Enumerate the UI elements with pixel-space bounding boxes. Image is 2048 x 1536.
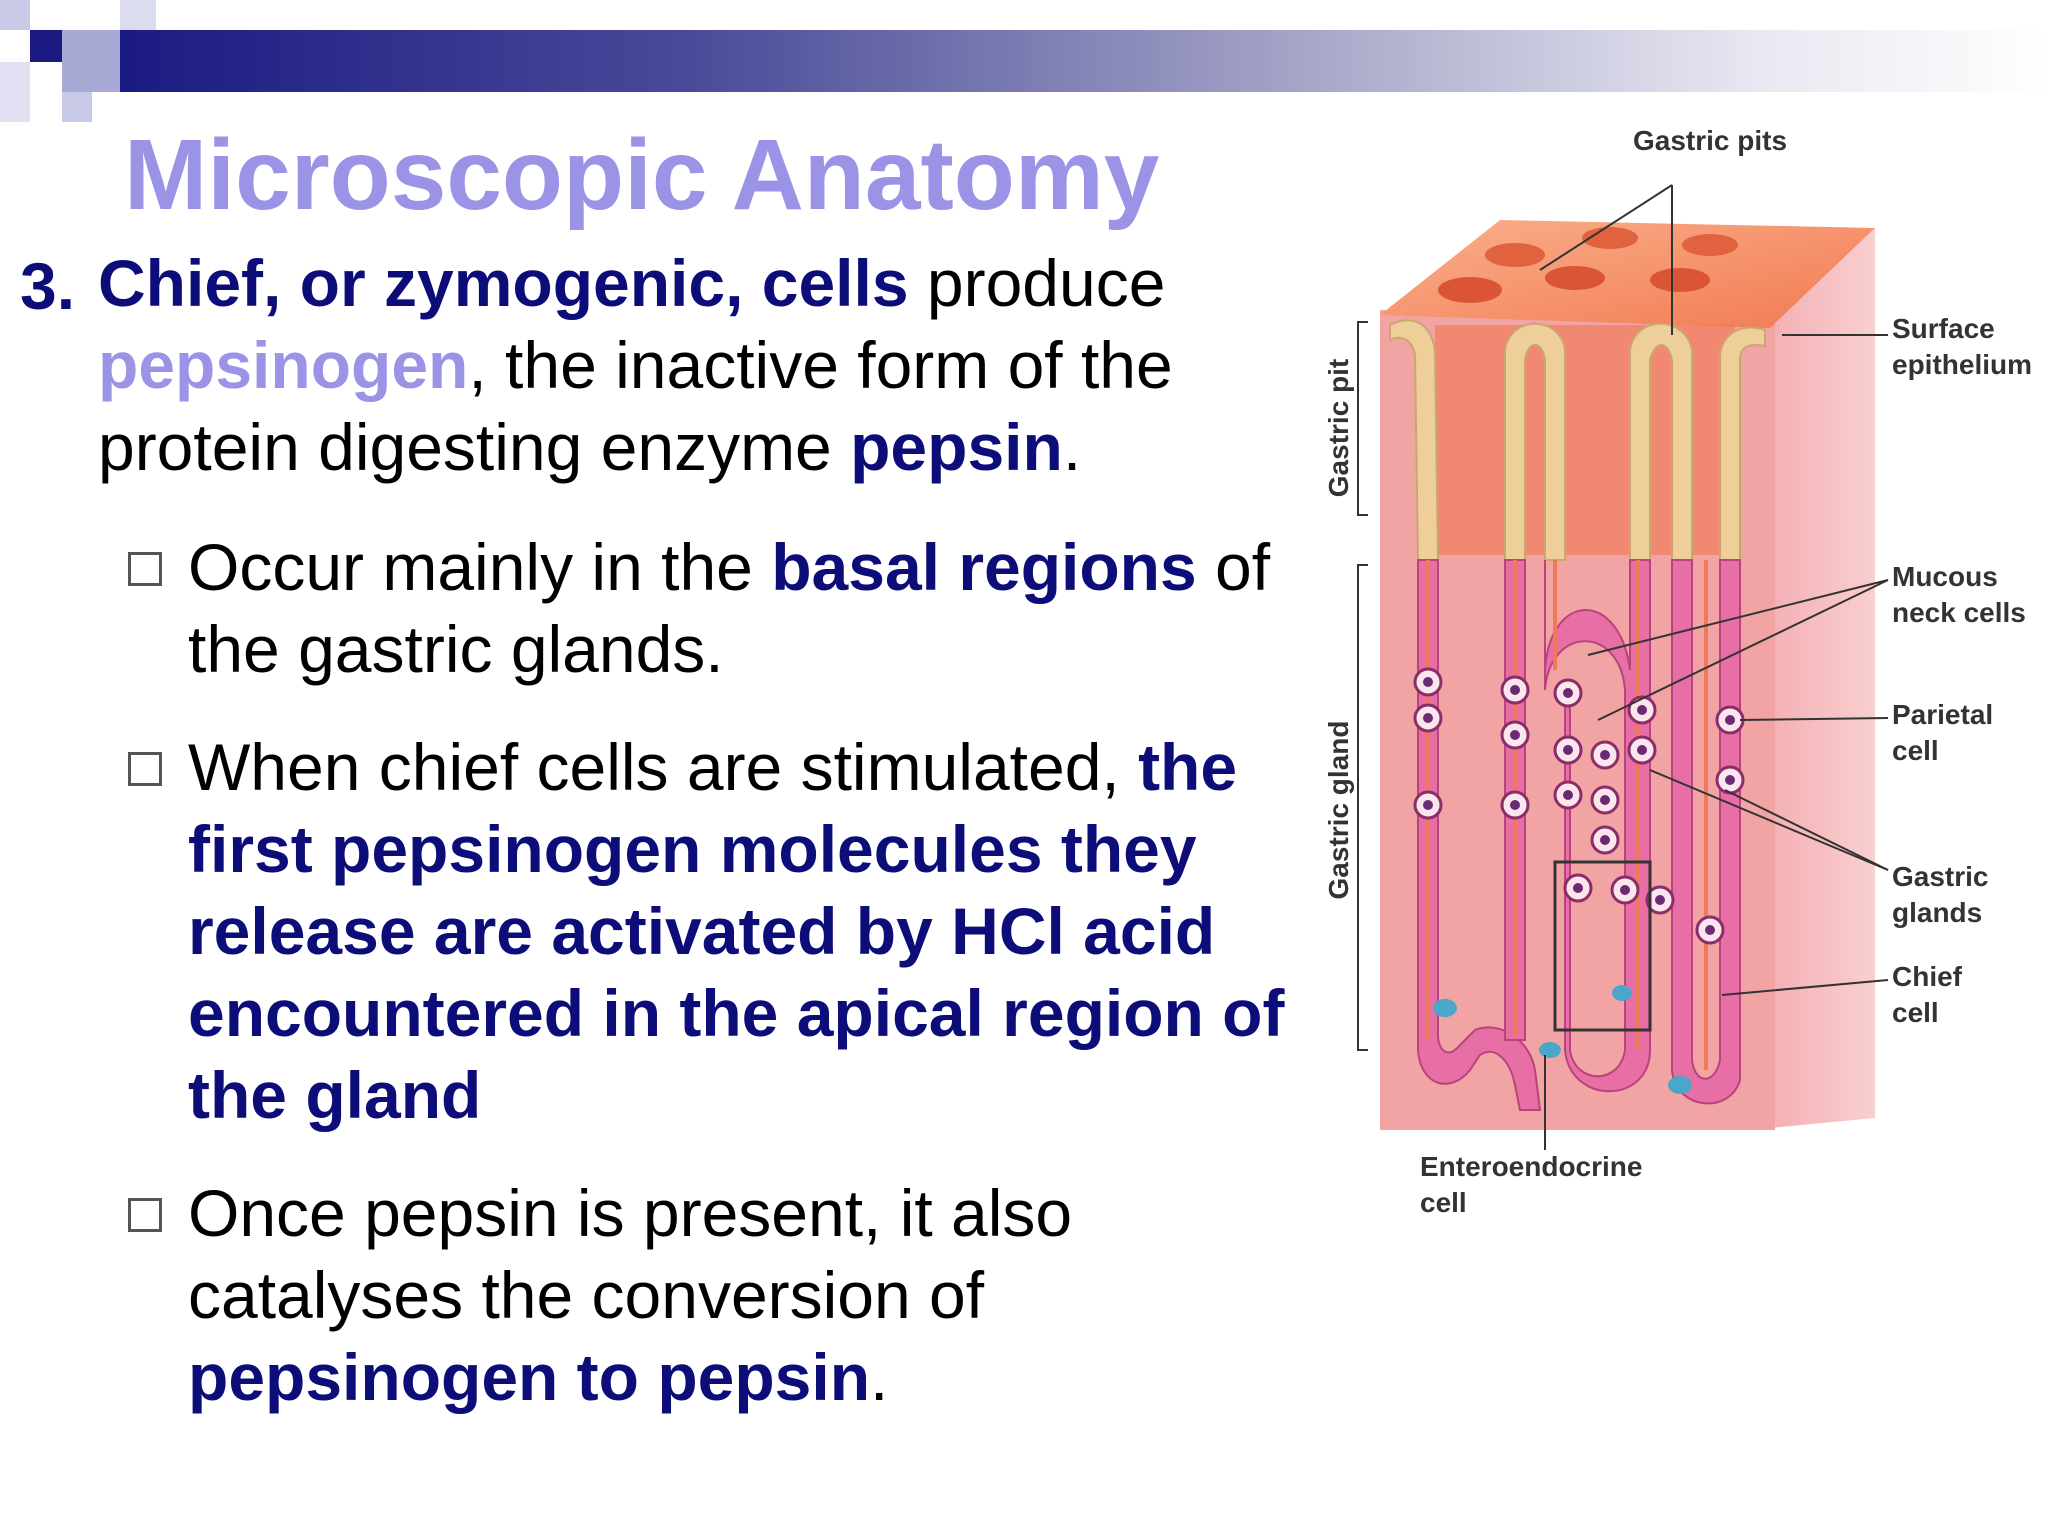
- surface-epithelium: [1504, 322, 1566, 561]
- slide-title: Microscopic Anatomy: [124, 119, 1160, 231]
- gastric-pit-opening: [1582, 227, 1638, 249]
- header-square-decoration: [62, 30, 120, 92]
- bullet-2: When chief cells are stimulated, the fir…: [188, 726, 1348, 1136]
- gastric-pit-vertical-label: Gastric pit: [1323, 359, 1354, 497]
- bullet-2-line-2: first pepsinogen molecules they: [188, 812, 1197, 886]
- parietal-cell-label: Parietal: [1892, 699, 1993, 730]
- bullet-text: When chief cells are stimulated,: [188, 730, 1139, 804]
- chief-cell-label-2: cell: [1892, 997, 1939, 1028]
- chief-cell-label: Chief: [1892, 961, 1963, 992]
- header-square-decoration: [0, 0, 30, 30]
- gastric-pits-label: Gastric pits: [1633, 125, 1787, 156]
- header-square-decoration: [120, 0, 156, 30]
- header-gradient-bar: [120, 30, 2048, 92]
- bullet-2-line-4: encountered in the apical region of: [188, 976, 1285, 1050]
- chief-cell-highlight-box: [1553, 860, 1652, 1032]
- bullet-3: Once pepsin is present, it also catalyse…: [188, 1172, 1338, 1418]
- surface-epithelium: [1629, 322, 1693, 561]
- surface-epithelium-label: Surface: [1892, 313, 1995, 344]
- enteroendocrine-cell: [1612, 985, 1632, 1001]
- pepsin-term: pepsin: [850, 410, 1063, 484]
- main-text: produce: [908, 246, 1166, 320]
- chief-cells-term: Chief, or zymogenic, cells: [98, 246, 909, 320]
- enteroendocrine-cell: [1668, 1076, 1692, 1094]
- bullet-text: .: [870, 1340, 889, 1414]
- enteroendocrine-cell: [1433, 999, 1457, 1017]
- mucous-neck-cells-label: Mucous: [1892, 561, 1998, 592]
- main-point-line-2: pepsinogen, the inactive form of the: [98, 324, 1248, 406]
- bullet-2-line-3: release are activated by HCl acid: [188, 894, 1216, 968]
- gastric-gland-tube: [1417, 559, 1542, 1111]
- gastric-pit-opening: [1438, 277, 1502, 303]
- main-text: protein digesting enzyme: [98, 410, 851, 484]
- surface-epithelium: [1719, 326, 1766, 561]
- enteroendocrine-cell-label-2: cell: [1420, 1187, 1467, 1218]
- bullet-text: of: [1196, 530, 1271, 604]
- gastric-pit-opening: [1682, 234, 1738, 256]
- main-text: , the inactive form of the: [468, 328, 1173, 402]
- basal-regions-term: basal regions: [771, 530, 1197, 604]
- gastric-gland-bracket: [1357, 564, 1368, 1051]
- gastric-pit-opening: [1650, 268, 1710, 292]
- gastric-gland-tube: [1671, 559, 1741, 1105]
- gastric-gland-diagram: Gastric pit Gastric gland Gastric pits S…: [1323, 125, 2032, 1218]
- gastric-gland-vertical-label: Gastric gland: [1323, 721, 1354, 900]
- gastric-pit-bracket: [1357, 321, 1368, 516]
- bullet-1-line-2: the gastric glands.: [188, 612, 724, 686]
- pepsinogen-to-pepsin-term: pepsinogen to pepsin: [188, 1340, 871, 1414]
- header-square-decoration: [30, 30, 62, 62]
- header-square-decoration: [0, 62, 30, 122]
- bullet-3-line-3: pepsinogen to pepsin.: [188, 1336, 1338, 1418]
- bullet-1: Occur mainly in the basal regions of the…: [188, 526, 1338, 690]
- gastric-pit-opening: [1485, 243, 1545, 267]
- pepsinogen-highlight: pepsinogen: [98, 328, 469, 402]
- bullet-text: Occur mainly in the: [188, 530, 772, 604]
- bullet-bold-text: the: [1138, 730, 1238, 804]
- bullet-box-icon: [128, 752, 162, 786]
- bullet-2-line-1: When chief cells are stimulated, the: [188, 726, 1348, 808]
- surface-epithelium-label-2: epithelium: [1892, 349, 2032, 380]
- enteroendocrine-cell: [1539, 1042, 1561, 1058]
- bullet-box-icon: [128, 552, 162, 586]
- parietal-cell-label-2: cell: [1892, 735, 1939, 766]
- leader-lines: [1539, 184, 1889, 1150]
- main-point-line-1: Chief, or zymogenic, cells produce: [98, 242, 1248, 324]
- point-number: 3.: [20, 249, 76, 323]
- gastric-glands-label: Gastric: [1892, 861, 1989, 892]
- bullet-2-line-5: the gland: [188, 1058, 482, 1132]
- bullet-box-icon: [128, 1198, 162, 1232]
- enteroendocrine-cell-label: Enteroendocrine: [1420, 1151, 1642, 1182]
- cell-nuclei: [1423, 677, 1735, 935]
- bullet-3-line-2: catalyses the conversion of: [188, 1258, 985, 1332]
- header-square-decoration: [62, 92, 92, 122]
- mucous-neck-cells-label-2: neck cells: [1892, 597, 2026, 628]
- gastric-glands-label-2: glands: [1892, 897, 1982, 928]
- main-point: Chief, or zymogenic, cells produce pepsi…: [98, 242, 1248, 488]
- bullet-3-line-1: Once pepsin is present, it also: [188, 1176, 1073, 1250]
- main-point-line-3: protein digesting enzyme pepsin.: [98, 406, 1248, 488]
- bullet-1-line-1: Occur mainly in the basal regions of: [188, 526, 1338, 608]
- gastric-pit-opening: [1545, 266, 1605, 290]
- main-text: .: [1062, 410, 1082, 484]
- tissue-side-face: [1770, 228, 1875, 1128]
